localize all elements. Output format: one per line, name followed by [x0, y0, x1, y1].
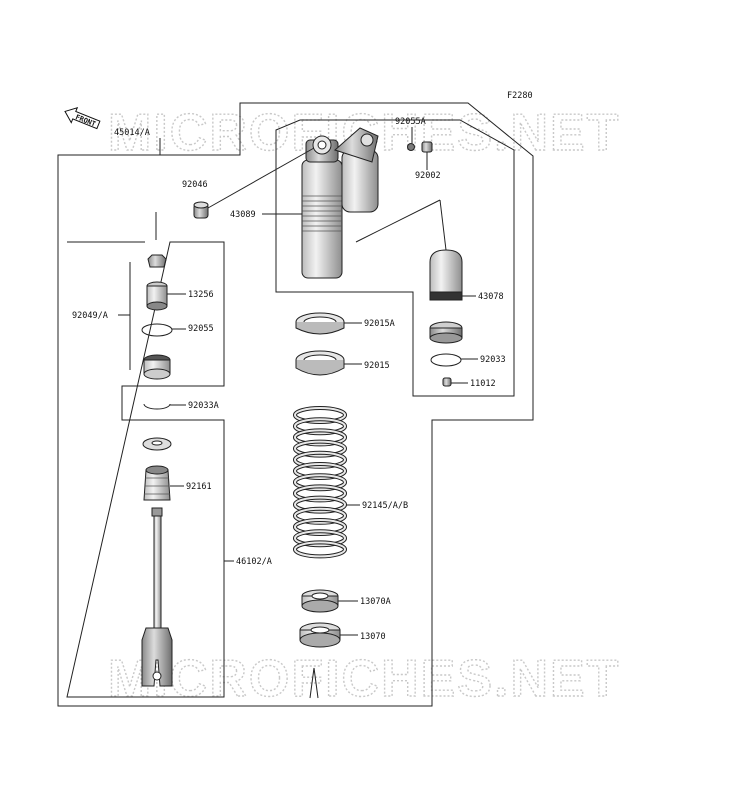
part-92002-bolt [421, 141, 433, 153]
part-11012-valve [442, 377, 452, 387]
label-11012: 11012 [470, 379, 496, 389]
label-13070: 13070 [360, 632, 386, 642]
label-92145AB: 92145/A/B [362, 501, 408, 511]
part-13070A-seat [301, 589, 339, 613]
figure-code: F2280 [507, 91, 533, 101]
part-92161-bumper [142, 437, 172, 501]
label-43078: 43078 [478, 292, 504, 302]
spring-coil-highlight [294, 541, 346, 558]
part-92049-seal [143, 354, 171, 380]
part-92015A-locknut [295, 312, 345, 335]
label-92161: 92161 [186, 482, 212, 492]
label-92049A: 92049/A [72, 311, 108, 321]
label-46102A: 46102/A [236, 557, 272, 567]
part-92033-seal-assembly [429, 321, 463, 367]
label-92046: 92046 [182, 180, 208, 190]
label-92055: 92055 [188, 324, 214, 334]
part-92055A-oring [407, 143, 415, 151]
outer-boundary [57, 102, 534, 707]
part-13070-seat [299, 622, 341, 648]
part-92049-nut [147, 254, 167, 268]
spring-coil-highlight [294, 418, 346, 435]
spring-coil-highlight [294, 485, 346, 502]
spring-coil-highlight [294, 519, 346, 535]
part-92015-locknut [295, 350, 345, 376]
label-92033A: 92033A [188, 401, 219, 411]
front-label: FRONT [74, 113, 97, 128]
spring-coil-highlight [294, 463, 346, 479]
part-43078-cap [429, 249, 463, 301]
front-arrow-icon: FRONT [64, 106, 101, 130]
spring-coil-highlight [294, 507, 346, 524]
label-45014A: 45014/A [114, 128, 150, 138]
reservoir-boundary [275, 119, 515, 397]
part-92145-spring [293, 406, 347, 559]
spring-coil-highlight [294, 440, 346, 457]
label-92015A: 92015A [364, 319, 395, 329]
watermark-bottom: MICROFICHES.NET [108, 650, 620, 708]
label-13256: 13256 [188, 290, 214, 300]
part-13256-bushing [146, 281, 168, 311]
label-92002: 92002 [415, 171, 441, 181]
label-92055A: 92055A [395, 117, 426, 127]
rod-boundary [66, 241, 225, 698]
part-92055-oring [141, 323, 173, 337]
spring-coil-highlight [294, 496, 346, 513]
label-92015: 92015 [364, 361, 390, 371]
spring-coil-highlight [294, 530, 346, 547]
spring-coil-highlight [294, 451, 346, 468]
label-13070A: 13070A [360, 597, 391, 607]
label-92033: 92033 [480, 355, 506, 365]
spring-coil-highlight [294, 474, 346, 491]
label-43089: 43089 [230, 210, 256, 220]
part-92046-bushing [193, 201, 209, 219]
spring-coil-highlight [294, 429, 346, 446]
shock-body [301, 127, 379, 279]
spring-coil-highlight [294, 407, 346, 423]
part-92033A-circlip [143, 403, 171, 410]
part-46102A-piston-rod [141, 507, 173, 687]
